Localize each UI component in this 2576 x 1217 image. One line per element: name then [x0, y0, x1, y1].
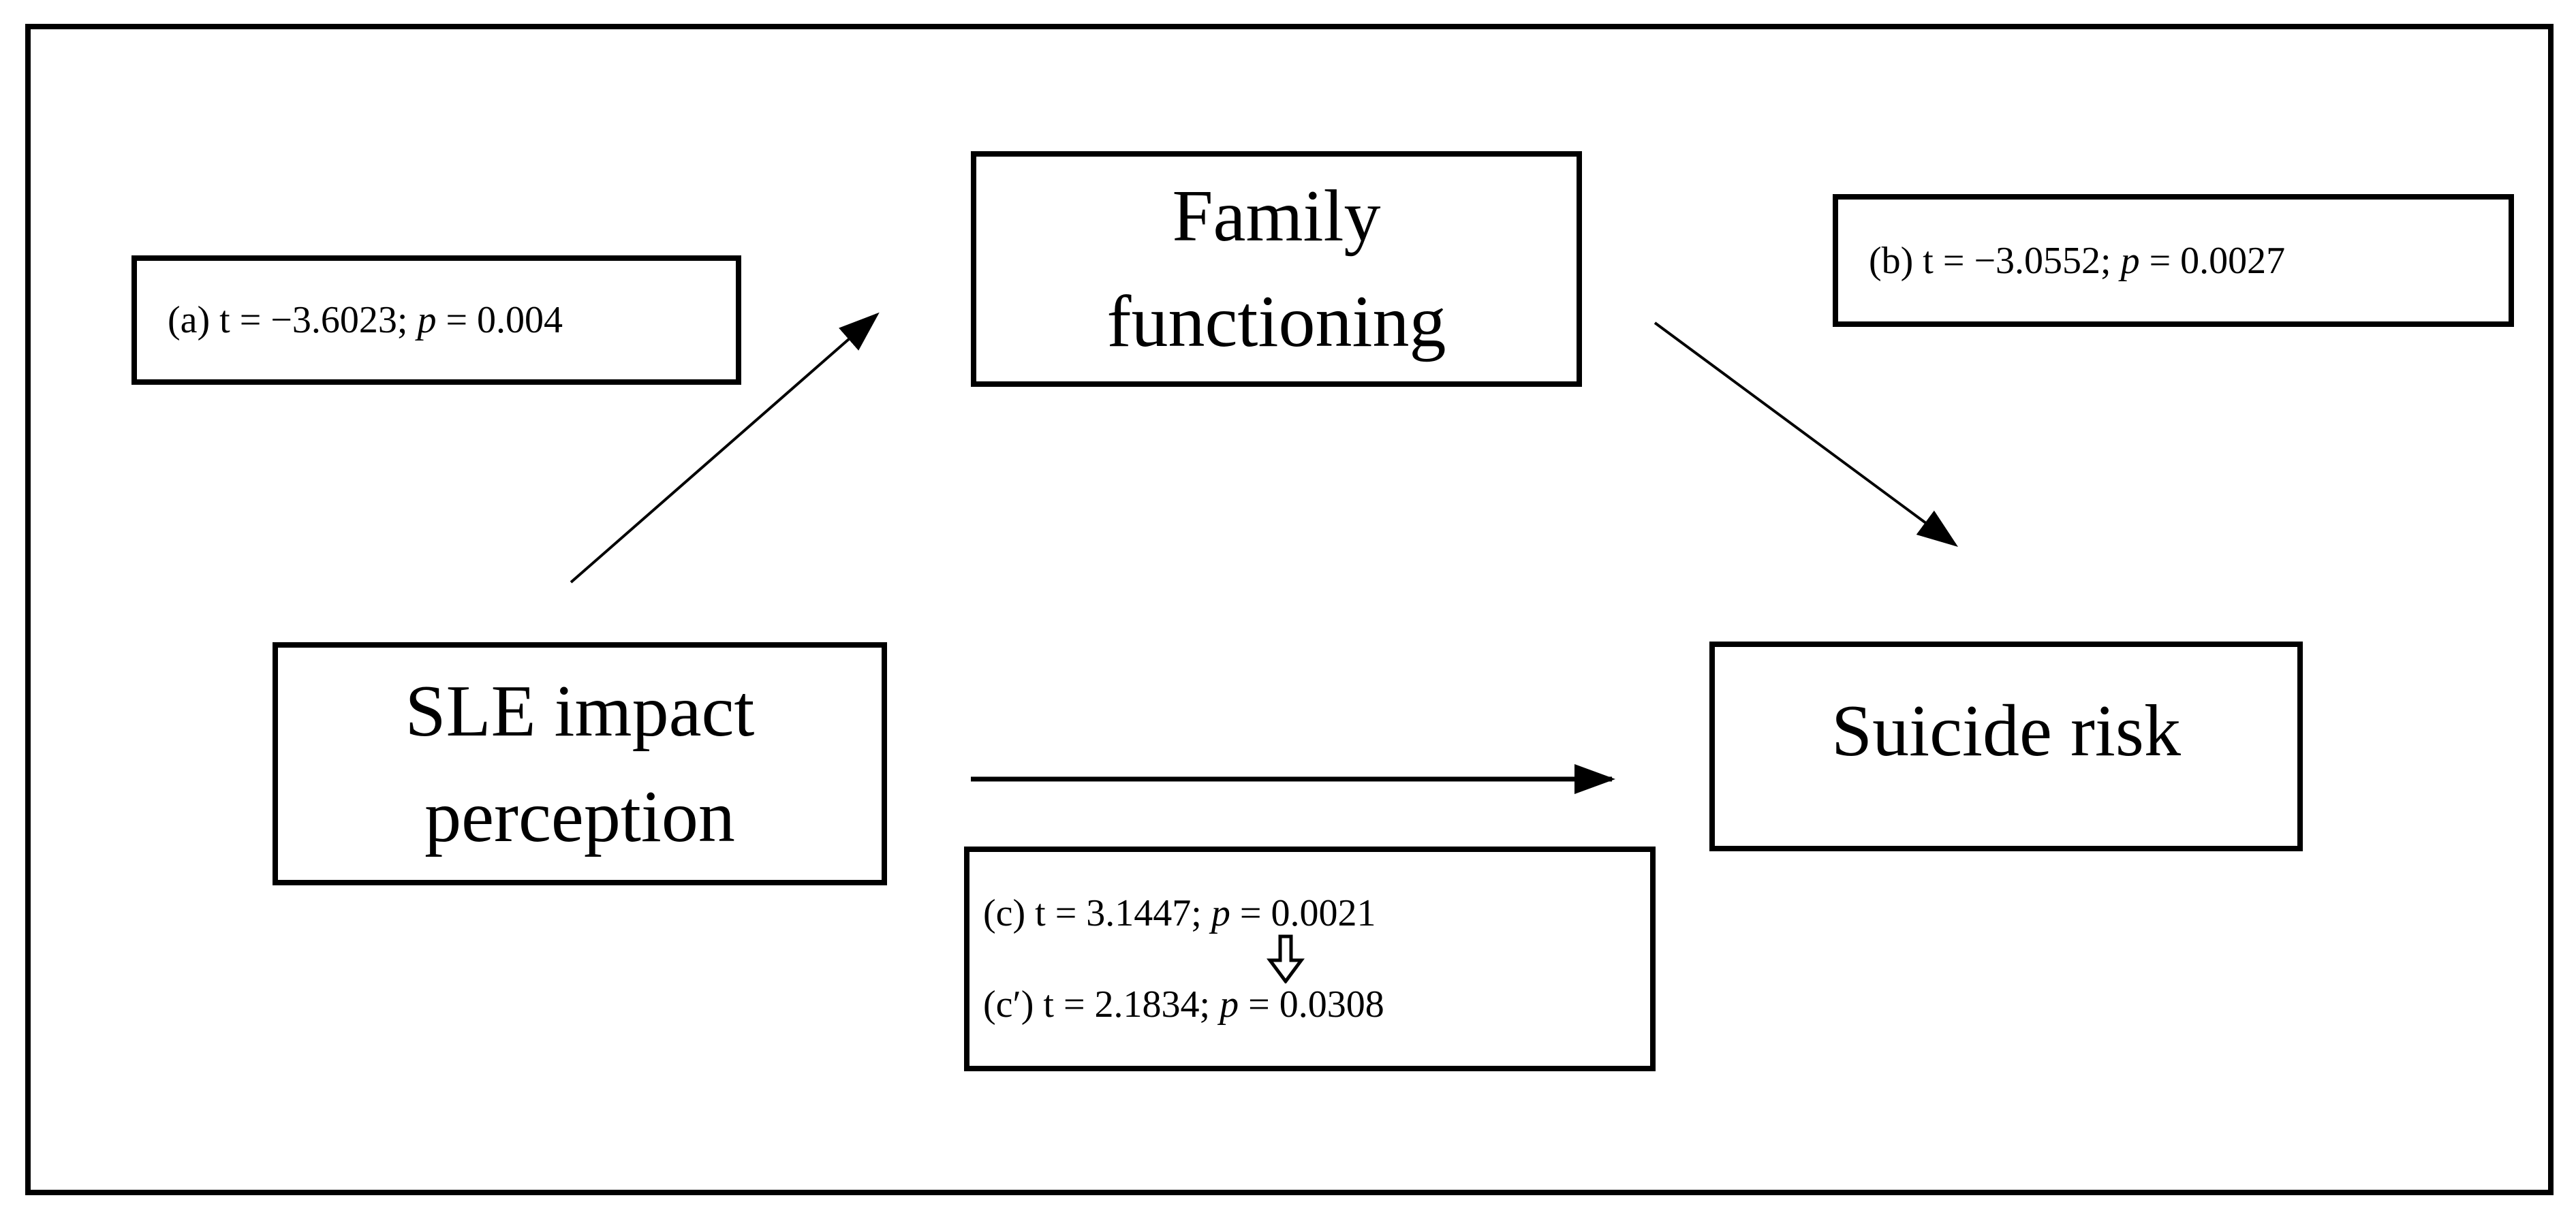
- stat-b-p-symbol: p: [2120, 239, 2140, 282]
- stat-c-pre: (c) t = 3.1447;: [983, 892, 1211, 934]
- stat-c-post: = 0.0021: [1230, 892, 1376, 934]
- stat-a-text: (a) t = −3.6023; p = 0.004: [168, 296, 563, 344]
- node-suicide-risk: Suicide risk: [1709, 642, 2303, 851]
- stat-box-path-a: (a) t = −3.6023; p = 0.004: [131, 255, 741, 385]
- stat-b-post: = 0.0027: [2139, 239, 2286, 282]
- stat-c-prime-text: (c′) t = 2.1834; p = 0.0308: [983, 981, 1384, 1028]
- stat-c-p-symbol: p: [1211, 892, 1230, 934]
- stat-box-path-c: (c) t = 3.1447; p = 0.0021 (c′) t = 2.18…: [964, 847, 1656, 1071]
- stat-c-prime-post: = 0.0308: [1239, 983, 1384, 1026]
- stat-a-pre: (a) t = −3.6023;: [168, 299, 418, 341]
- stat-a-post: = 0.004: [436, 299, 563, 341]
- node-sle-line1: SLE impact: [405, 670, 755, 752]
- node-suicide-line1: Suicide risk: [1831, 691, 2181, 772]
- hollow-down-arrow-icon: [1267, 934, 1305, 983]
- node-family-functioning-line2: functioning: [1106, 281, 1446, 362]
- node-sle-impact-perception: SLE impact perception: [273, 642, 887, 885]
- node-family-functioning: Family functioning: [971, 151, 1582, 387]
- stat-c-text: (c) t = 3.1447; p = 0.0021: [983, 889, 1376, 937]
- stat-c-prime-p-symbol: p: [1220, 983, 1239, 1026]
- stat-box-path-b: (b) t = −3.0552; p = 0.0027: [1833, 194, 2514, 327]
- stat-b-text: (b) t = −3.0552; p = 0.0027: [1869, 237, 2285, 285]
- stat-b-pre: (b) t = −3.0552;: [1869, 239, 2121, 282]
- node-family-functioning-line1: Family: [1172, 176, 1381, 257]
- stat-c-prime-pre: (c′) t = 2.1834;: [983, 983, 1220, 1026]
- node-sle-line2: perception: [424, 776, 735, 857]
- stat-a-p-symbol: p: [417, 299, 437, 341]
